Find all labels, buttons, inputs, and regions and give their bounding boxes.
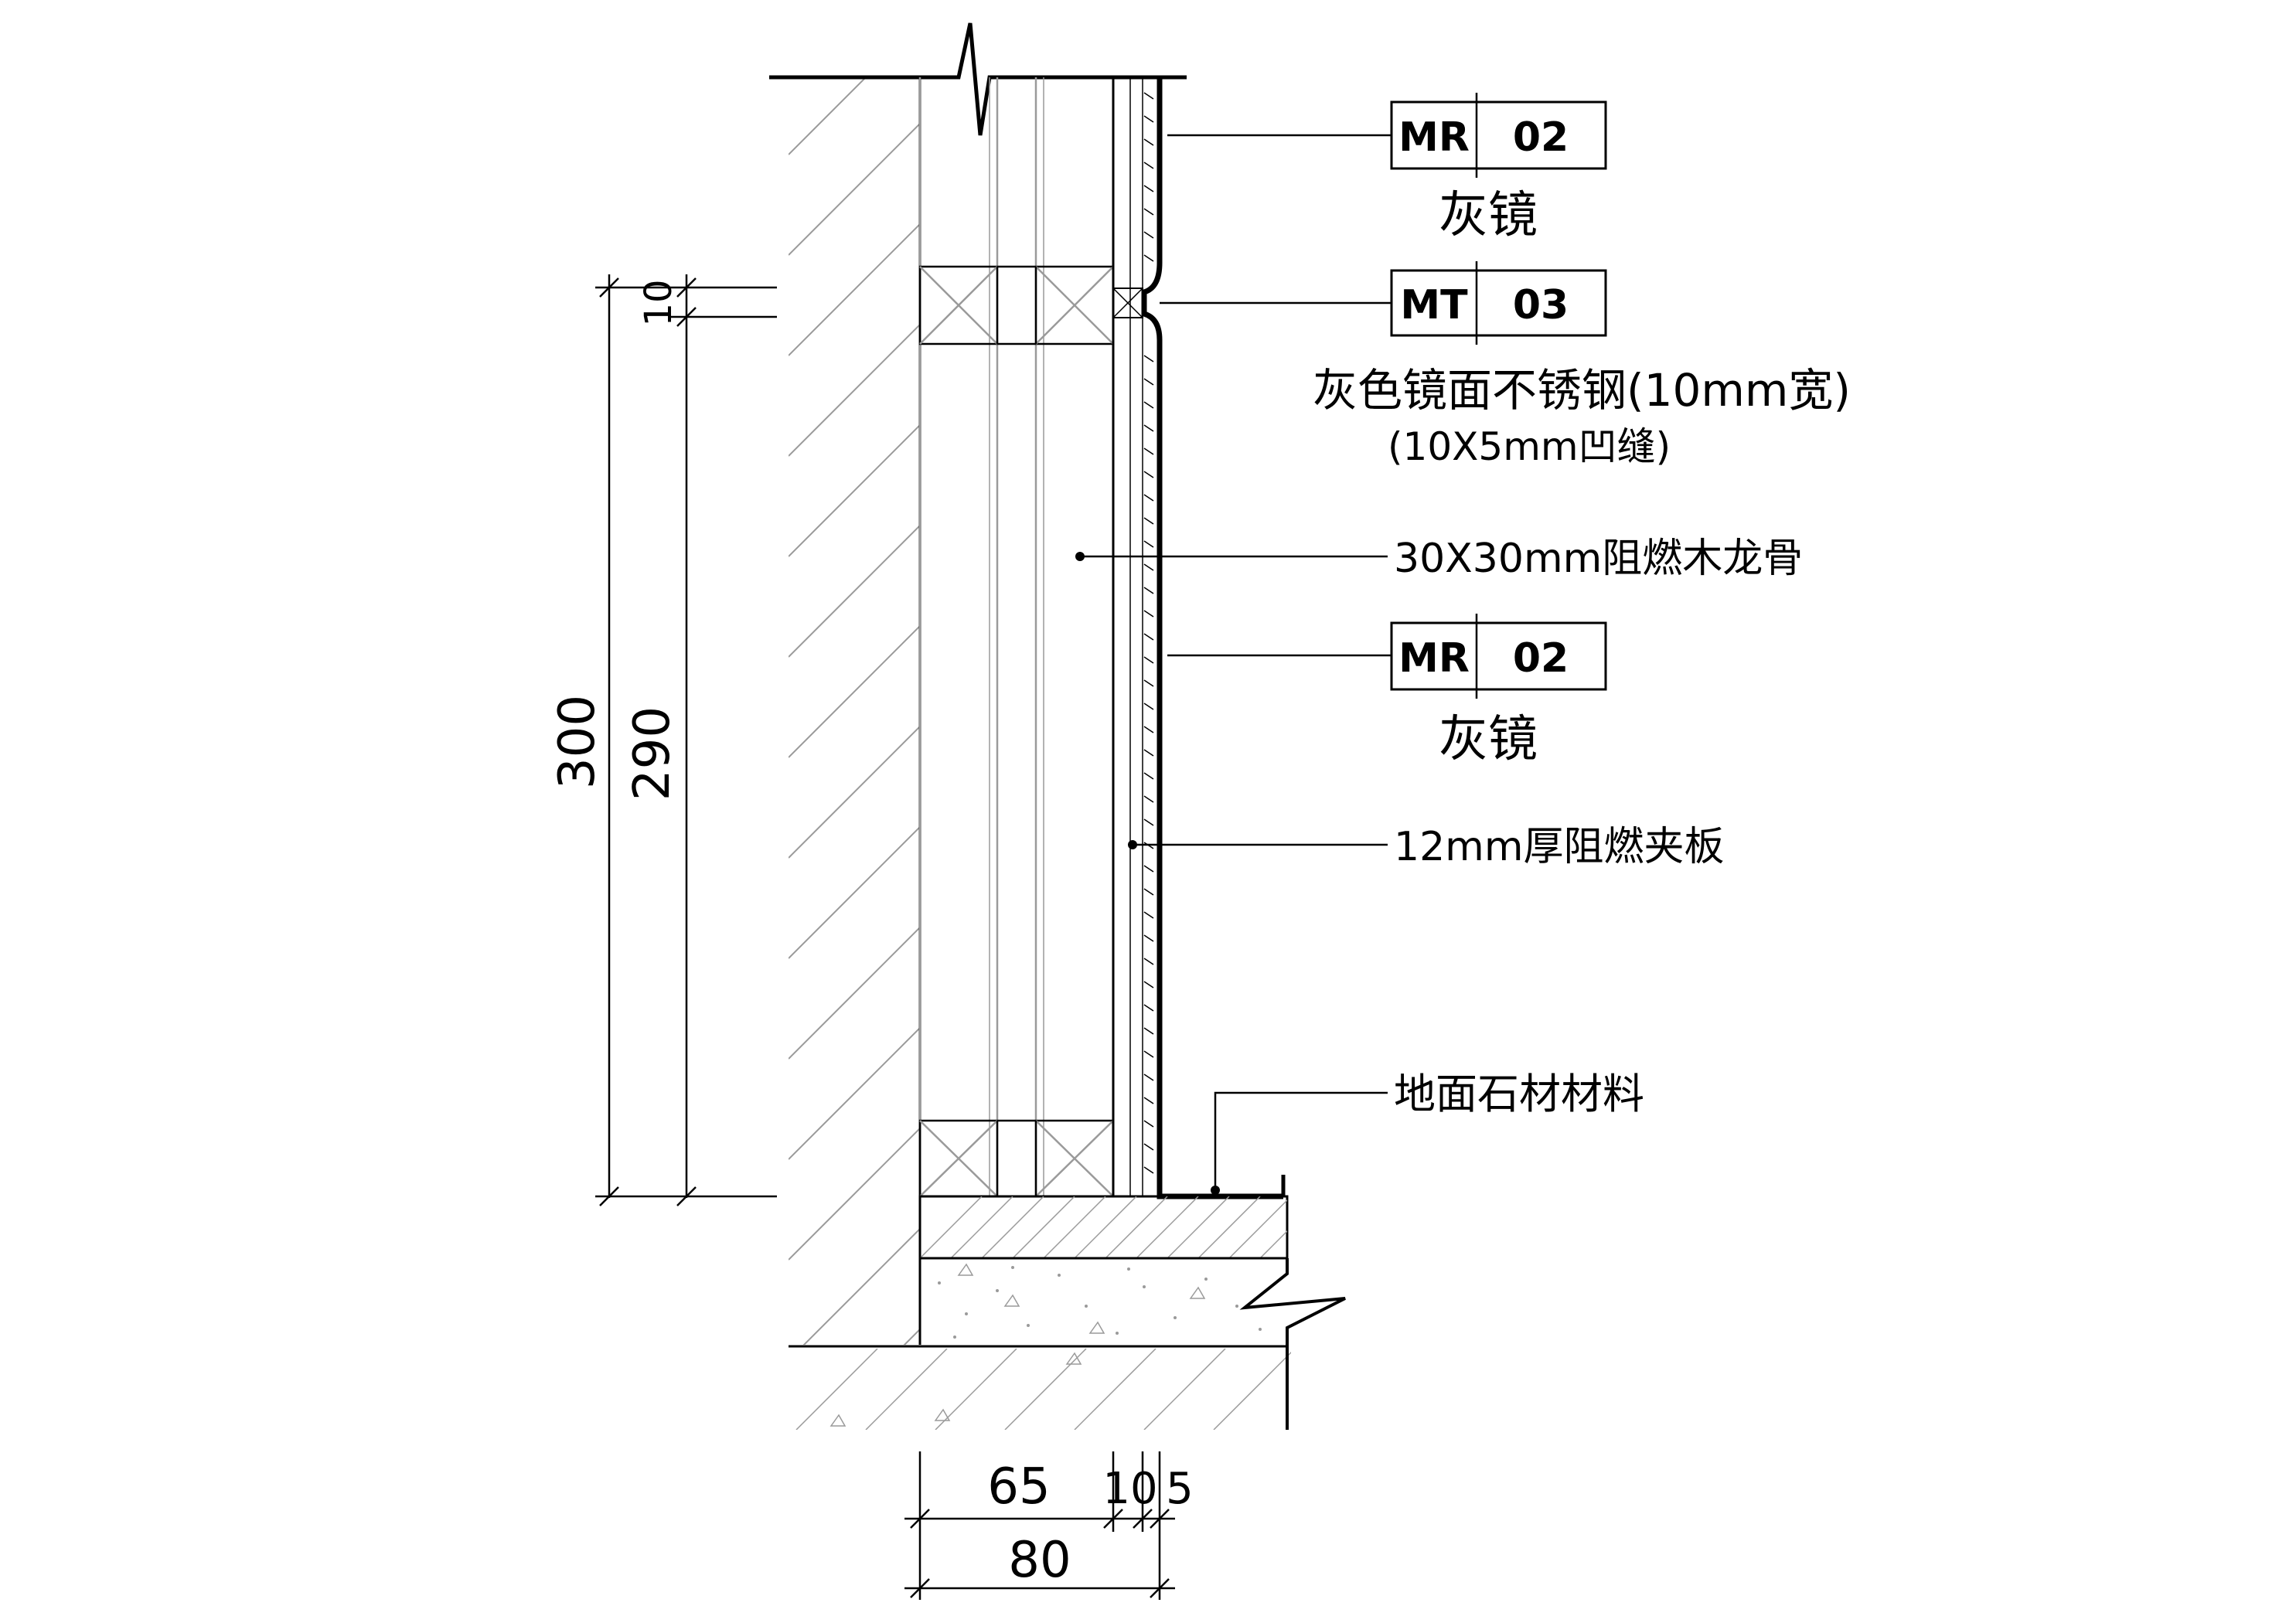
bedding-layer xyxy=(920,1257,1346,1346)
material-tag-mr-02-bottom: MR 02 灰镜 xyxy=(1390,614,1607,768)
tag-number: 03 xyxy=(1513,282,1569,328)
tag-number: 02 xyxy=(1513,114,1569,161)
timber-keel-frame xyxy=(918,77,1115,1198)
dimension-10-vertical: 10 xyxy=(637,279,680,326)
dimension-80: 80 xyxy=(1008,1532,1071,1589)
ground-slab xyxy=(789,1345,1291,1430)
leader-dots xyxy=(1075,552,1220,1195)
tag-code: MR xyxy=(1398,635,1470,682)
right-break-line xyxy=(1239,1258,1346,1346)
tag-sublabel: (10X5mm凹缝) xyxy=(1388,424,1671,469)
plywood-layer xyxy=(1112,77,1143,1196)
tag-label: 灰色镜面不锈钢(10mm宽) xyxy=(1313,364,1851,417)
note-floor-stone: 地面石材材料 xyxy=(1394,1070,1644,1118)
material-tag-mr-02-top: MR 02 灰镜 xyxy=(1390,93,1607,244)
tag-label: 灰镜 xyxy=(1439,711,1538,768)
tag-number: 02 xyxy=(1513,635,1569,682)
dimension-65: 65 xyxy=(987,1458,1050,1516)
material-tag-mt-03: MT 03 灰色镜面不锈钢(10mm宽) (10X5mm凹缝) xyxy=(1313,261,1851,469)
vertical-dimensions xyxy=(595,274,777,1206)
tag-code: MR xyxy=(1398,114,1470,161)
top-break-line xyxy=(769,22,1187,136)
grey-mirror-finish xyxy=(1141,77,1283,1199)
dimension-290: 290 xyxy=(624,706,681,801)
leader-lines xyxy=(1080,134,1392,1190)
dimension-10-horizontal: 10 xyxy=(1102,1464,1157,1514)
dimension-300: 300 xyxy=(549,695,606,789)
horizontal-dimensions xyxy=(904,1451,1175,1600)
dimension-5: 5 xyxy=(1166,1464,1194,1514)
mirror-adhesive-ticks xyxy=(1143,92,1154,1174)
concrete-wall xyxy=(789,77,921,1345)
note-timber-keel: 30X30mm阻燃木龙骨 xyxy=(1394,536,1803,582)
tag-label: 灰镜 xyxy=(1439,187,1538,244)
tag-code: MT xyxy=(1400,282,1468,328)
note-plywood: 12mm厚阻燃夹板 xyxy=(1394,824,1724,870)
floor-stone xyxy=(918,1175,1289,1260)
